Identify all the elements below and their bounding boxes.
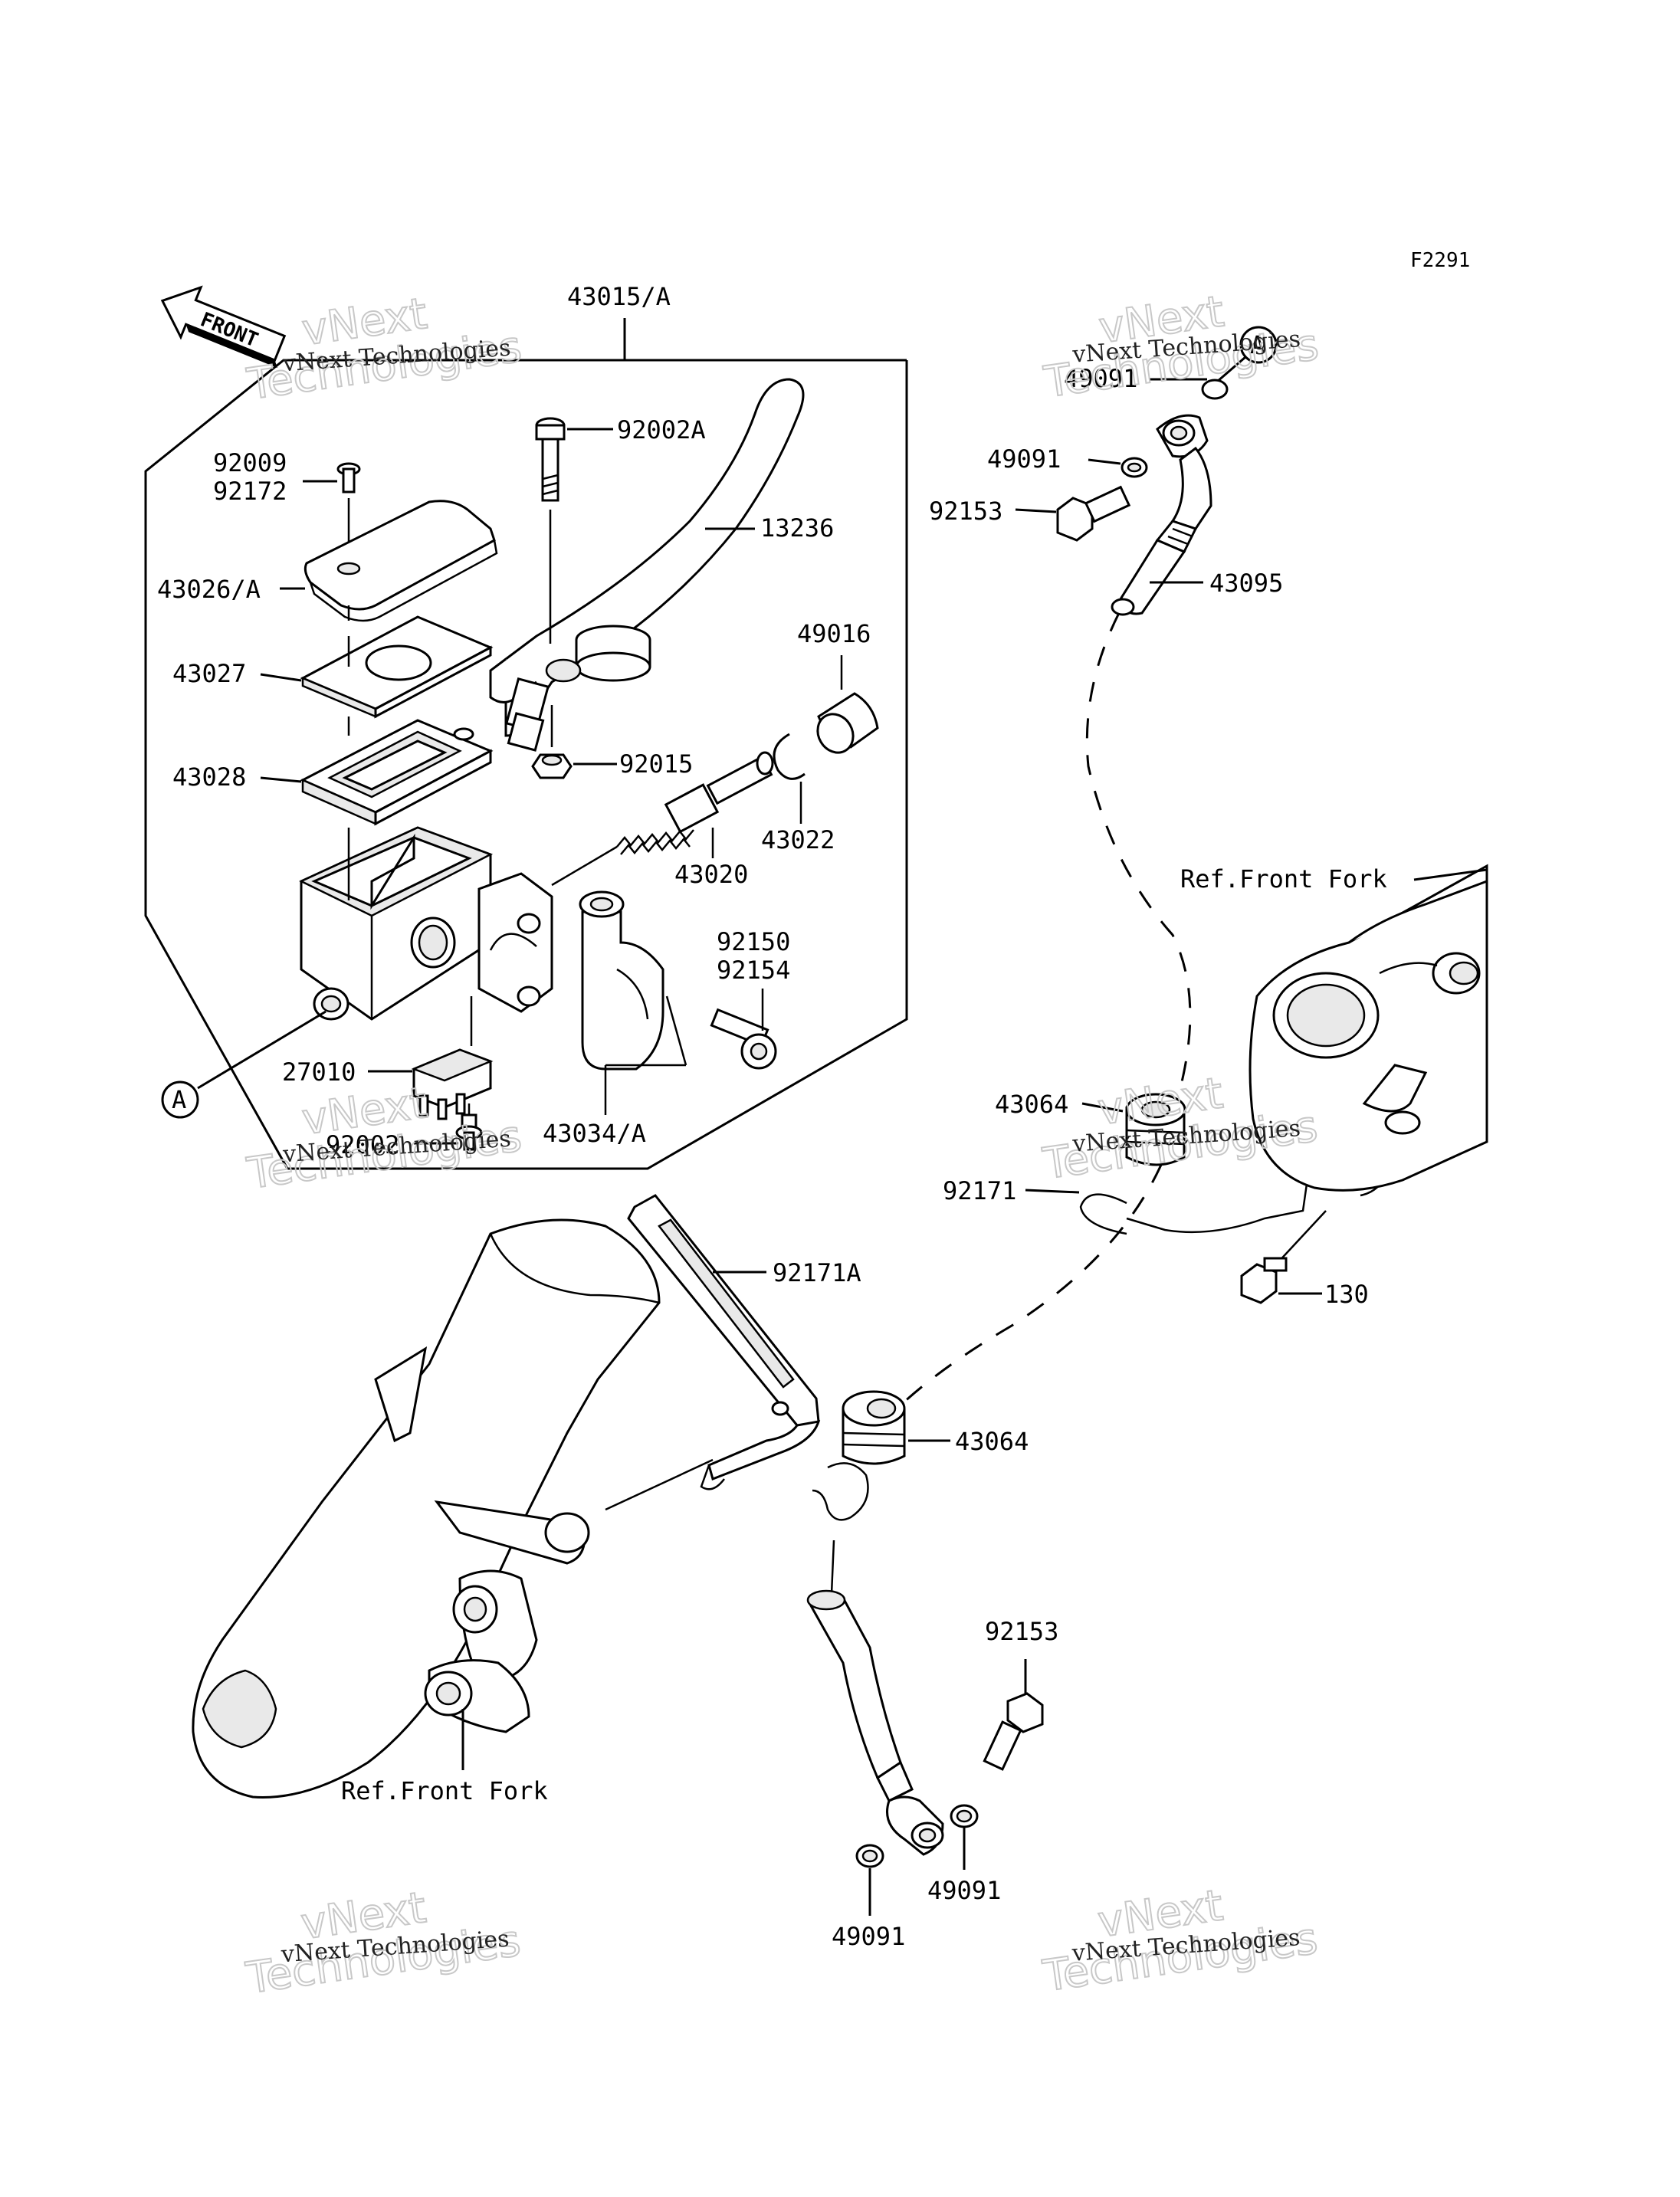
label-ref-fork-right: Ref.Front Fork: [1180, 864, 1387, 894]
label-49091-top2: 49091: [987, 444, 1061, 474]
circlip: [773, 733, 806, 824]
label-43064-upper: 43064: [995, 1090, 1068, 1119]
label-92009: 92009: [213, 448, 287, 477]
master-cylinder-body: [299, 826, 553, 1021]
callout-a-right-letter: A: [1250, 330, 1265, 359]
leader-43028: [260, 776, 302, 783]
label-92002a: 92002A: [617, 415, 706, 444]
leader-92153-top: [1015, 508, 1057, 513]
label-49091-bottom1: 49091: [927, 1876, 1001, 1905]
piston-assembly: [551, 751, 774, 887]
label-130: 130: [1324, 1280, 1369, 1309]
label-ref-fork-left: Ref.Front Fork: [341, 1776, 548, 1805]
banjo-fitting-top: [1111, 379, 1229, 616]
label-92002: 92002: [326, 1130, 399, 1159]
brake-hose-path-mid: [872, 1164, 1163, 1434]
watermark-2: vNext Technologies vNext Technologies: [1040, 286, 1322, 408]
label-43028: 43028: [172, 762, 246, 792]
washer-bottom-1-hole: [956, 1809, 973, 1823]
label-43034a: 43034/A: [543, 1119, 646, 1148]
label-92172: 92172: [213, 477, 287, 506]
label-43020: 43020: [674, 860, 748, 889]
brake-switch: [411, 996, 494, 1120]
leader-callout-a-right: [1216, 356, 1246, 383]
callout-a-right: [1239, 326, 1278, 364]
grommet-upper: [1125, 1093, 1186, 1166]
label-43064-lower: 43064: [955, 1427, 1029, 1456]
reservoir-plate: [300, 615, 494, 736]
diaphragm: [300, 719, 494, 900]
watermark-5: vNext Technologies vNext Technologies: [242, 1882, 524, 2005]
label-92154: 92154: [717, 956, 790, 985]
leader-43027: [260, 673, 302, 682]
switch-screw: [455, 1103, 483, 1151]
brake-hose-lower: [806, 1540, 944, 1856]
leader-92171: [1025, 1189, 1080, 1194]
callout-a-left: [161, 1080, 199, 1119]
label-92150: 92150: [717, 927, 790, 956]
reservoir-cap: [304, 500, 498, 622]
boot: [816, 655, 879, 754]
grommet-lower: [842, 1390, 906, 1465]
watermark-6: vNext Technologies vNext Technologies: [1039, 1880, 1321, 2002]
label-92015: 92015: [619, 749, 693, 779]
hose-bracket: [605, 1194, 869, 1521]
banjo-bolt-bottom: [983, 1692, 1044, 1771]
label-49091-top1: 49091: [1064, 364, 1137, 393]
label-27010: 27010: [282, 1058, 356, 1087]
leader-49091-top2: [1088, 458, 1121, 465]
leader-ref-fork-right: [1413, 868, 1488, 881]
bolt-130: [1240, 1210, 1327, 1304]
label-43095: 43095: [1209, 569, 1283, 598]
label-13236: 13236: [760, 513, 834, 543]
label-92153-top: 92153: [929, 497, 1002, 526]
figure-code: F2291: [1410, 249, 1470, 272]
front-fork-right: [1249, 864, 1488, 1192]
leader-43064-upper: [1081, 1102, 1124, 1113]
label-92171a: 92171A: [773, 1258, 861, 1287]
label-43015a: 43015/A: [567, 282, 671, 311]
pivot-bolt: [535, 417, 566, 644]
clamp-bolt: [710, 989, 777, 1070]
assembly-outline: [144, 359, 908, 1170]
leader-callout-a-left: [197, 1010, 326, 1090]
nut-92015: [531, 705, 573, 779]
label-43027: 43027: [172, 659, 246, 688]
label-43026a: 43026/A: [157, 575, 261, 604]
front-fork-left: [192, 1218, 661, 1799]
brake-hose-path-top: [1085, 612, 1192, 1089]
callout-a-left-letter: A: [172, 1085, 186, 1114]
label-49091-bottom2: 49091: [832, 1922, 905, 1951]
holder-clamp: [579, 890, 687, 1115]
brake-lever: [489, 378, 805, 752]
banjo-bolt-top: [1056, 485, 1131, 542]
label-43022: 43022: [761, 825, 835, 854]
label-49016: 49016: [797, 619, 871, 648]
washer-bottom-2-hole: [861, 1849, 878, 1863]
label-92171: 92171: [943, 1176, 1016, 1205]
label-92153-bottom: 92153: [985, 1617, 1058, 1646]
